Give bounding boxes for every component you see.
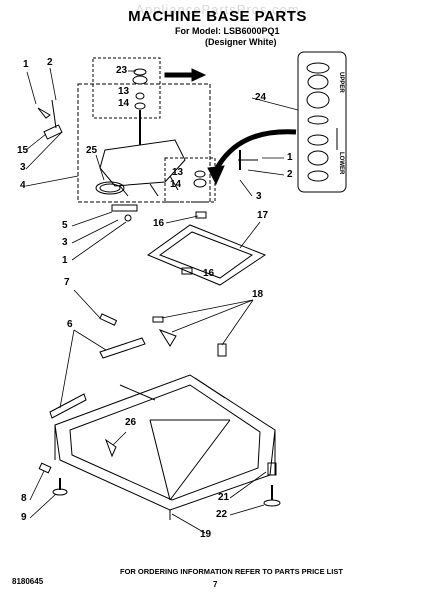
- callout-2: 2: [47, 57, 53, 68]
- callout-23: 23: [116, 65, 128, 76]
- callout-3b: 3: [256, 191, 262, 202]
- inset-lower-label: LOWER: [338, 152, 344, 175]
- color-line: (Designer White): [205, 37, 277, 47]
- callout-16b: 16: [203, 268, 215, 279]
- diagram-title: MACHINE BASE PARTS: [128, 8, 307, 25]
- callout-18: 18: [252, 289, 264, 300]
- callout-16: 16: [153, 218, 165, 229]
- document-number: 8180645: [12, 577, 44, 586]
- callout-1b: 1: [287, 152, 293, 163]
- callout-13: 13: [118, 86, 130, 97]
- page-number: 7: [213, 580, 218, 589]
- upper-cluster-box: [92, 57, 161, 119]
- watermark: AppliancePartsPros.com: [135, 2, 300, 17]
- transmission-assembly-box: [77, 83, 211, 203]
- callout-19: 19: [200, 529, 212, 540]
- inset-upper-label: UPPER: [338, 72, 344, 93]
- callout-15: 15: [17, 145, 29, 156]
- callout-3c: 3: [62, 237, 68, 248]
- callout-1: 1: [23, 59, 29, 70]
- callout-4: 4: [20, 180, 26, 191]
- callout-6: 6: [67, 319, 73, 330]
- callout-25: 25: [86, 145, 98, 156]
- ordering-note: FOR ORDERING INFORMATION REFER TO PARTS …: [120, 567, 343, 576]
- callout-8: 8: [21, 493, 27, 504]
- callout-17: 17: [257, 210, 269, 221]
- callout-5: 5: [62, 220, 68, 231]
- callout-2b: 2: [287, 169, 293, 180]
- inset-box: [297, 51, 347, 193]
- callout-13b: 13: [172, 167, 184, 178]
- callout-22: 22: [216, 509, 228, 520]
- callout-1c: 1: [62, 255, 68, 266]
- curved-arrow: [213, 129, 297, 172]
- callout-21: 21: [218, 492, 230, 503]
- pointer-arrow: [164, 68, 207, 82]
- model-line: For Model: LSB6000PQ1: [175, 26, 280, 36]
- callout-14b: 14: [170, 179, 182, 190]
- callout-26: 26: [125, 417, 137, 428]
- suspension-plate: [146, 224, 267, 286]
- callout-14: 14: [118, 98, 130, 109]
- callout-7: 7: [64, 277, 70, 288]
- callout-9: 9: [21, 512, 27, 523]
- callout-3: 3: [20, 162, 26, 173]
- callout-24: 24: [255, 92, 267, 103]
